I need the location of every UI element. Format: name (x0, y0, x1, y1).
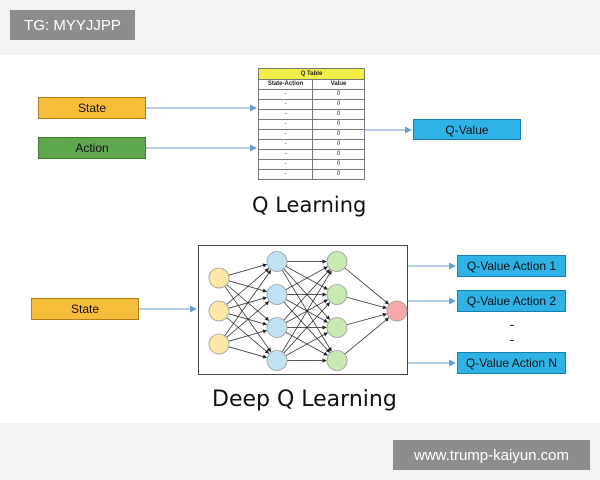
network-connection (224, 269, 272, 337)
network-node (266, 251, 288, 272)
network-node (326, 284, 348, 305)
network-connection (226, 268, 270, 305)
network-connection (226, 284, 270, 321)
network-connection (228, 313, 268, 326)
network-connection (228, 280, 268, 293)
network-node (208, 333, 230, 355)
network-connection (346, 296, 388, 310)
network-connection (285, 299, 328, 323)
network-connection (228, 329, 268, 342)
network-node (266, 317, 288, 338)
q-value-action-n-box: Q-Value Action N (457, 352, 566, 374)
neural-network-frame (198, 245, 408, 375)
network-connection (228, 263, 268, 276)
network-node (208, 267, 230, 289)
network-connection (285, 266, 328, 290)
q-learning-caption: Q Learning (252, 193, 367, 217)
action-input-box: Action (38, 137, 146, 159)
network-connection (281, 270, 332, 353)
network-node (208, 300, 230, 322)
neural-network-graph (208, 251, 408, 371)
network-connection (283, 301, 331, 353)
network-node (266, 350, 288, 371)
network-connection (344, 267, 390, 305)
network-connection (226, 301, 270, 338)
watermark-url: www.trump-kaiyun.com (393, 440, 590, 470)
network-node (266, 284, 288, 305)
network-connection (344, 317, 390, 355)
network-node (326, 251, 348, 272)
network-connection (283, 269, 331, 321)
deep-q-learning-caption: Deep Q Learning (212, 387, 397, 412)
network-connection (285, 266, 328, 290)
network-connection (285, 332, 328, 356)
network-node (386, 300, 408, 322)
network-connection (346, 312, 388, 326)
network-connection (285, 332, 328, 356)
network-node (326, 317, 348, 338)
network-node (326, 350, 348, 371)
q-table: Q Table State-Action Value -0 -0 -0 -0 -… (258, 68, 365, 180)
ellipsis-dash: - (509, 316, 515, 332)
q-value-action-1-box: Q-Value Action 1 (457, 255, 566, 277)
ellipsis-dash: - (509, 331, 515, 347)
network-connection (283, 302, 331, 354)
q-table-cell: 0 (312, 169, 365, 180)
state-input-box: State (38, 97, 146, 119)
watermark-tag: TG: MYYJJPP (10, 10, 135, 40)
q-value-action-2-box: Q-Value Action 2 (457, 290, 566, 312)
network-connection (228, 346, 268, 359)
q-value-output-box: Q-Value (413, 119, 521, 140)
dqn-state-input-box: State (31, 298, 139, 320)
